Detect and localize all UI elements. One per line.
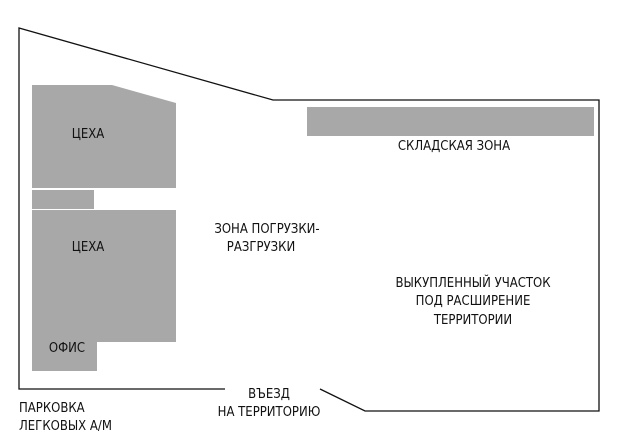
workshops-bottom-label: ЦЕХА xyxy=(72,240,104,255)
warehouse-label: СКЛАДСКАЯ ЗОНА xyxy=(398,139,510,154)
office-label: ОФИС xyxy=(49,341,85,356)
parking-label-line-1: ПАРКОВКА xyxy=(19,401,85,416)
workshop-building-top xyxy=(32,85,176,188)
office-building xyxy=(32,340,97,371)
warehouse-zone xyxy=(307,107,594,136)
purchased-plot-label-line-1: ВЫКУПЛЕННЫЙ УЧАСТОК xyxy=(395,275,551,291)
purchased-plot-label-line-3: ТЕРРИТОРИИ xyxy=(433,313,512,328)
workshop-connector xyxy=(32,190,94,209)
entrance-label-line-1: ВЪЕЗД xyxy=(248,387,290,402)
workshops-top-label: ЦЕХА xyxy=(72,127,104,142)
workshop-building-bottom xyxy=(32,210,176,342)
entrance-label-line-2: НА ТЕРРИТОРИЮ xyxy=(218,405,321,420)
site-boundary xyxy=(18,27,600,412)
loading-zone-label-line-2: РАЗГРУЗКИ xyxy=(227,240,295,255)
loading-zone-label-line-1: ЗОНА ПОГРУЗКИ- xyxy=(214,222,319,237)
purchased-plot-label-line-2: ПОД РАСШИРЕНИЕ xyxy=(416,294,531,309)
parking-label-line-2: ЛЕГКОВЫХ А/М xyxy=(19,419,112,434)
